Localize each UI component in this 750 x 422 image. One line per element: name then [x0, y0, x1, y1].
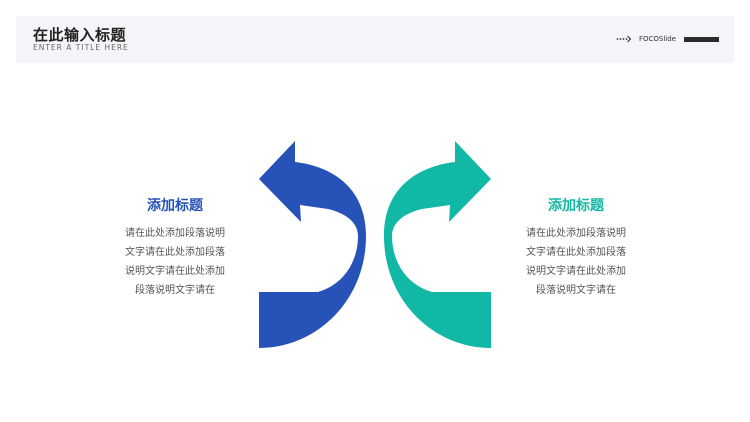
left-block-body: 请在此处添加段落说明 文字请在此处添加段落 说明文字请在此处添加 段落说明文字请… — [105, 224, 245, 300]
right-body-line: 请在此处添加段落说明 — [526, 228, 626, 239]
left-body-line: 文字请在此处添加段落 — [125, 247, 225, 258]
curved-arrow-right-icon — [384, 141, 491, 348]
right-body-line: 段落说明文字请在 — [536, 285, 616, 296]
header-bar: 在此输入标题 ENTER A TITLE HERE FOCOSlide — [16, 16, 734, 63]
brand-bar — [684, 36, 719, 42]
page-subtitle: ENTER A TITLE HERE — [33, 43, 129, 52]
curved-arrow-left-icon — [259, 141, 366, 348]
right-block-body: 请在此处添加段落说明 文字请在此处添加段落 说明文字请在此处添加 段落说明文字请… — [506, 224, 646, 300]
left-body-line: 请在此处添加段落说明 — [125, 228, 225, 239]
brand-name: FOCOSlide — [638, 35, 676, 43]
brand: FOCOSlide — [616, 33, 719, 45]
right-body-line: 文字请在此处添加段落 — [526, 247, 626, 258]
left-text-block: 添加标题 请在此处添加段落说明 文字请在此处添加段落 说明文字请在此处添加 段落… — [105, 195, 245, 300]
dotted-arrow-icon — [616, 35, 632, 43]
right-block-title: 添加标题 — [548, 198, 604, 214]
left-body-line: 段落说明文字请在 — [135, 285, 215, 296]
page-title: 在此输入标题 — [33, 26, 127, 44]
left-body-line: 说明文字请在此处添加 — [125, 266, 225, 277]
right-body-line: 说明文字请在此处添加 — [526, 266, 626, 277]
left-block-title: 添加标题 — [147, 198, 203, 214]
right-text-block: 添加标题 请在此处添加段落说明 文字请在此处添加段落 说明文字请在此处添加 段落… — [506, 195, 646, 300]
